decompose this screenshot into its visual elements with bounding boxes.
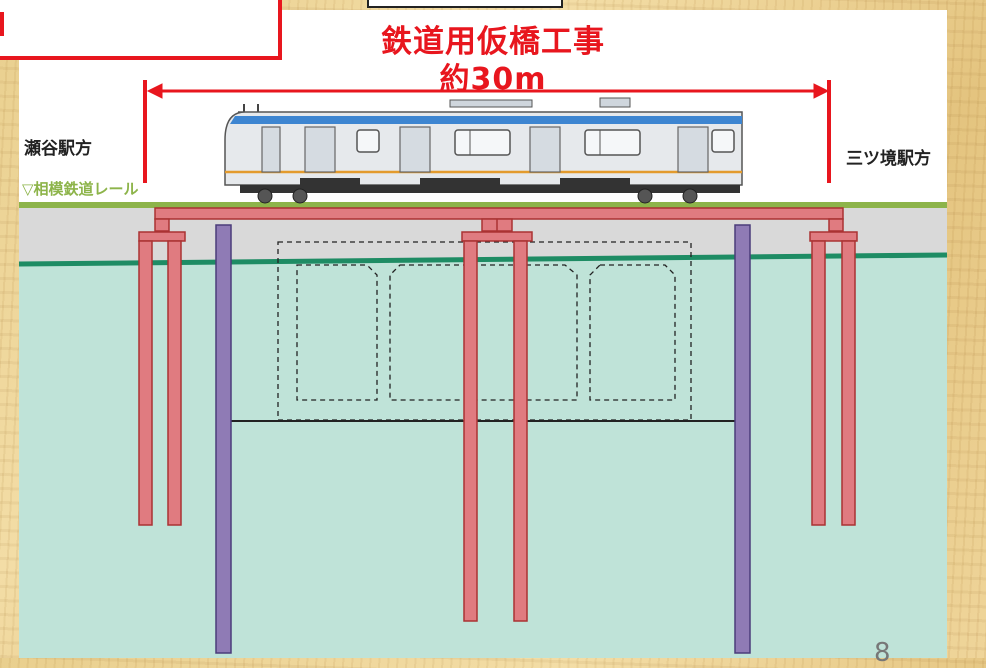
pile-pink: [167, 240, 182, 526]
pile-cap: [138, 231, 186, 242]
page-title: 鉄道用仮橋工事: [381, 24, 605, 60]
deck-support-left: [154, 218, 170, 232]
span-length-label: 約30m: [439, 62, 547, 97]
pile-pink: [138, 240, 153, 526]
bridge-deck: [154, 207, 844, 220]
page-number: 8: [874, 638, 891, 668]
ground-teal-layer: [19, 255, 947, 658]
pile-purple: [215, 224, 232, 654]
right-station-label: 三ツ境駅方: [846, 149, 931, 169]
section-label-box: [0, 0, 282, 60]
span-dimension: [143, 80, 831, 183]
pile-pink: [841, 240, 856, 526]
rail-level-label: ▽相模鉄道レール: [22, 180, 139, 198]
pile-cap: [461, 231, 533, 242]
pile-pink: [811, 240, 826, 526]
pile-pink: [513, 240, 528, 622]
train-illustration: [224, 97, 743, 204]
culvert-outline: [277, 241, 692, 421]
deck-support-right: [828, 218, 844, 232]
left-station-label: 瀬谷駅方: [24, 139, 92, 159]
pile-purple: [734, 224, 751, 654]
top-tab: [367, 0, 563, 8]
pile-cap: [809, 231, 858, 242]
pile-pink: [463, 240, 478, 622]
label-mark: [0, 12, 4, 36]
